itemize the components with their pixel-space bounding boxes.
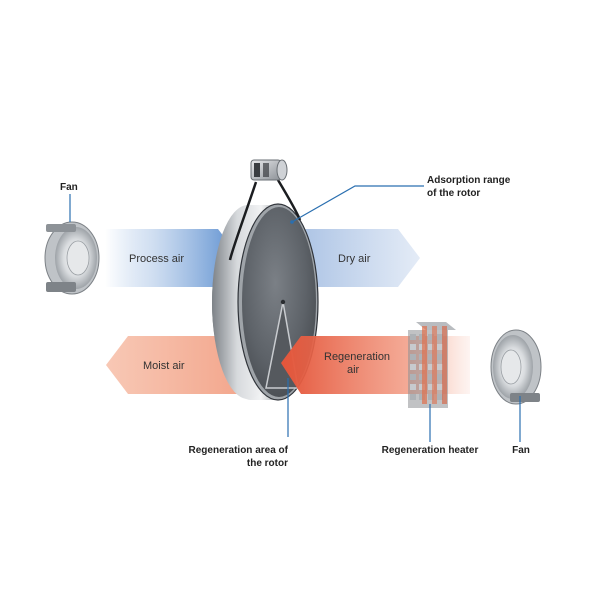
heater-coil-cell	[437, 394, 443, 400]
heater-coil-cell	[437, 334, 443, 340]
regeneration-area-label-line2: the rotor	[247, 458, 288, 469]
process-air-label: Process air	[129, 253, 184, 265]
heater-coil-cell	[428, 374, 434, 380]
fan-icon	[44, 221, 100, 295]
heater-coil-cell	[428, 394, 434, 400]
regeneration-heater-label: Regeneration heater	[382, 445, 479, 456]
heater-coil-cell	[428, 354, 434, 360]
dry-air-arrow	[305, 229, 420, 287]
fan-left-label: Fan	[60, 182, 78, 193]
fan-icon	[490, 329, 542, 405]
heater-coil-cell	[410, 384, 416, 390]
heater-coil-cell	[428, 384, 434, 390]
adsorption-leader	[291, 185, 424, 223]
regeneration-air-label-line1: Regeneration	[324, 351, 390, 363]
heater-coil-cell	[428, 334, 434, 340]
heater-coil-cell	[437, 384, 443, 390]
moist-air-arrow	[106, 336, 240, 394]
heater-coil-cell	[437, 364, 443, 370]
dry-air-label: Dry air	[338, 253, 371, 265]
heater-coil-cell	[410, 334, 416, 340]
heater-coil-cell	[410, 354, 416, 360]
leader-lines	[69, 185, 521, 442]
adsorption-leader-dot	[290, 220, 294, 224]
heater-coil-cell	[410, 374, 416, 380]
heater-coil-cell	[437, 374, 443, 380]
drive-motor-icon	[250, 159, 288, 181]
heater-coil-cell	[437, 354, 443, 360]
moist-air-label: Moist air	[143, 360, 185, 372]
regeneration-area-label-line1: Regeneration area of	[189, 445, 289, 456]
adsorption-label-line1: Adsorption range	[427, 175, 511, 186]
process-air-arrow	[105, 229, 240, 287]
adsorption-label-line2: of the rotor	[427, 188, 480, 199]
heater-coil-cell	[428, 344, 434, 350]
heater-icon	[408, 322, 456, 408]
heater-coil-cell	[437, 344, 443, 350]
fan-right-label: Fan	[512, 445, 530, 456]
regeneration-air-label-line2: air	[347, 364, 360, 376]
heater-coil-cell	[410, 344, 416, 350]
heater-coil-cell	[410, 364, 416, 370]
heater-coil-cell	[410, 394, 416, 400]
heater-coil-cell	[428, 364, 434, 370]
